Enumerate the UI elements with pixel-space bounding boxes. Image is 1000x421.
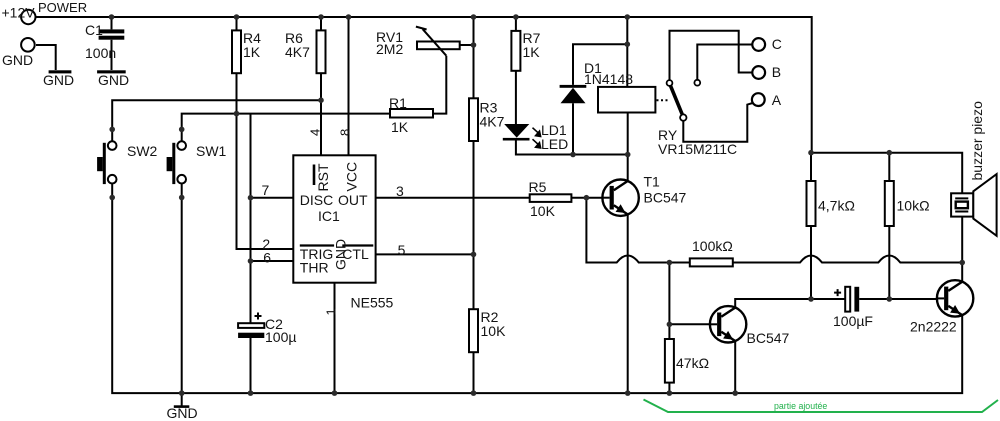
svg-text:CTL: CTL	[342, 246, 369, 262]
svg-text:+12V: +12V	[2, 5, 36, 21]
svg-text:THR: THR	[300, 260, 329, 276]
svg-text:buzzer piezo: buzzer piezo	[969, 101, 985, 181]
svg-text:100n: 100n	[85, 45, 116, 61]
svg-text:GND: GND	[2, 52, 33, 68]
svg-text:R6: R6	[285, 30, 303, 46]
svg-text:R7: R7	[523, 30, 541, 46]
svg-text:1N4148: 1N4148	[584, 71, 633, 87]
svg-text:SW1: SW1	[196, 143, 227, 159]
svg-text:D1: D1	[584, 60, 602, 76]
svg-text:C1: C1	[85, 22, 103, 38]
svg-text:4: 4	[308, 129, 323, 136]
svg-text:LD1: LD1	[541, 122, 567, 138]
svg-text:VR15M211C: VR15M211C	[658, 141, 737, 157]
svg-text:TRIG: TRIG	[300, 246, 333, 262]
svg-text:4,7kΩ: 4,7kΩ	[818, 198, 855, 214]
svg-text:7: 7	[262, 182, 270, 198]
svg-text:3: 3	[396, 183, 404, 199]
svg-text:10K: 10K	[530, 203, 556, 219]
svg-text:BC547: BC547	[644, 190, 687, 206]
svg-text:100kΩ: 100kΩ	[692, 238, 733, 254]
svg-text:LED: LED	[541, 136, 568, 152]
svg-text:B: B	[772, 64, 781, 80]
svg-text:47kΩ: 47kΩ	[676, 355, 709, 371]
svg-text:4K7: 4K7	[285, 44, 310, 60]
svg-text:RV1: RV1	[376, 29, 403, 45]
svg-text:partie ajoutée: partie ajoutée	[774, 401, 827, 411]
svg-text:NE555: NE555	[351, 295, 394, 311]
svg-text:R2: R2	[481, 309, 499, 325]
svg-text:6: 6	[263, 250, 271, 266]
svg-text:2M2: 2M2	[376, 41, 403, 57]
svg-text:GND: GND	[167, 405, 198, 421]
svg-text:8: 8	[338, 129, 353, 136]
svg-text:IC1: IC1	[318, 208, 340, 224]
svg-text:1: 1	[324, 308, 339, 315]
svg-text:POWER: POWER	[38, 0, 87, 15]
svg-text:GND: GND	[98, 72, 129, 88]
svg-text:DISC: DISC	[300, 192, 333, 208]
svg-text:2: 2	[262, 236, 270, 252]
svg-text:VCC: VCC	[344, 162, 360, 192]
svg-text:10kΩ: 10kΩ	[897, 198, 930, 214]
svg-text:SW2: SW2	[127, 143, 158, 159]
svg-text:RY: RY	[658, 127, 678, 143]
svg-text:1K: 1K	[523, 44, 541, 60]
svg-text:A: A	[772, 92, 782, 108]
svg-text:RST: RST	[315, 163, 331, 191]
svg-text:4K7: 4K7	[480, 114, 505, 130]
svg-text:2n2222: 2n2222	[910, 319, 957, 335]
svg-text:1K: 1K	[391, 119, 409, 135]
svg-text:R1: R1	[389, 95, 407, 111]
svg-text:GND: GND	[43, 72, 74, 88]
svg-text:1K: 1K	[243, 44, 261, 60]
svg-text:R3: R3	[480, 100, 498, 116]
svg-text:10K: 10K	[481, 323, 507, 339]
svg-text:GND: GND	[333, 239, 349, 270]
svg-text:C: C	[772, 36, 782, 52]
svg-text:OUT: OUT	[338, 192, 368, 208]
svg-text:T1: T1	[644, 174, 661, 190]
svg-text:BC547: BC547	[747, 330, 790, 346]
svg-text:100µ: 100µ	[265, 329, 296, 345]
svg-text:R4: R4	[243, 30, 261, 46]
svg-text:100µF: 100µF	[833, 313, 873, 329]
svg-text:5: 5	[398, 242, 406, 258]
svg-text:R5: R5	[529, 179, 547, 195]
svg-text:C2: C2	[265, 316, 283, 332]
